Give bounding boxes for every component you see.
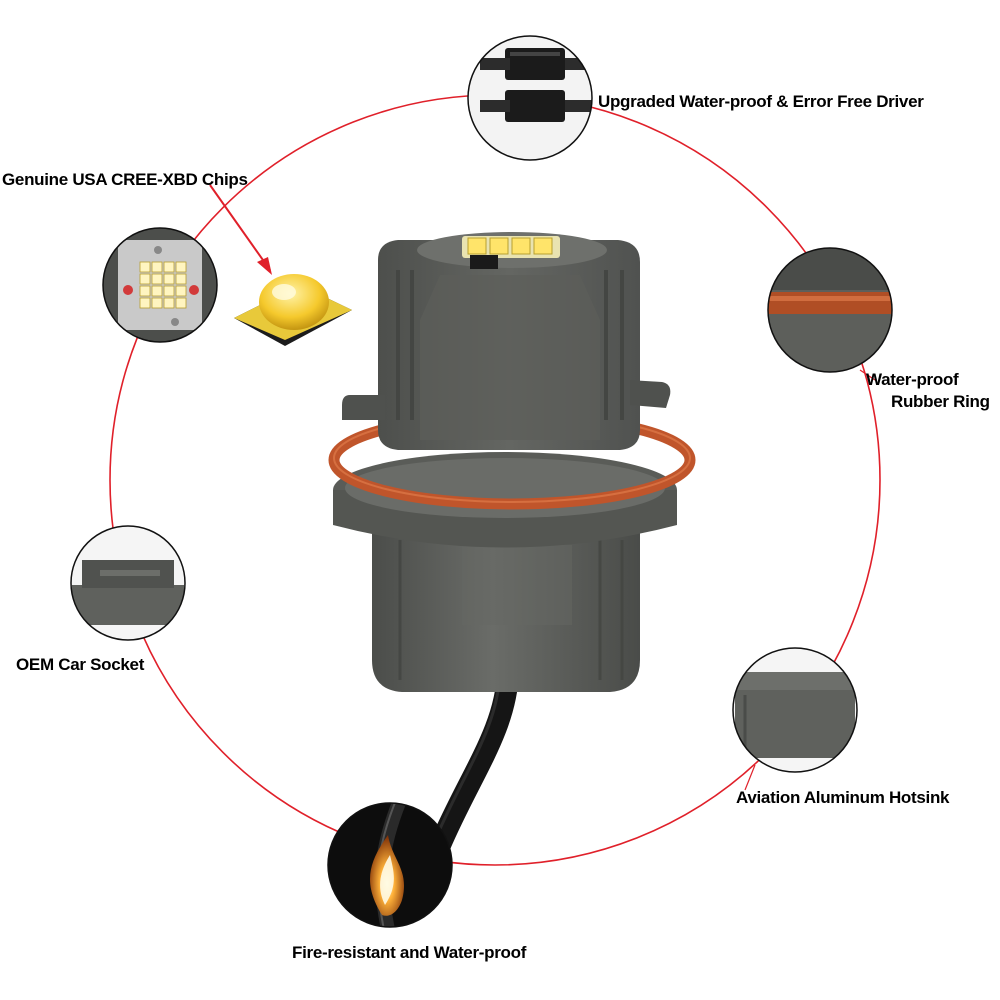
led-chip-array — [467, 237, 553, 255]
fire-label: Fire-resistant and Water-proof — [292, 943, 527, 962]
chips-leader-line — [209, 184, 271, 271]
ring-label-line1: Water-proof — [866, 370, 959, 389]
driver-detail-circle — [467, 35, 593, 161]
chips-leader-arrow — [257, 257, 272, 275]
chip-board-icon — [118, 240, 202, 330]
lower-housing — [372, 520, 640, 692]
socket-icon — [72, 560, 184, 625]
fire-detail-circle — [327, 802, 453, 928]
led-chip-icon — [234, 274, 352, 346]
driver-label: Upgraded Water-proof & Error Free Driver — [598, 92, 924, 111]
heatsink-label: Aviation Aluminum Hotsink — [736, 788, 950, 807]
led-bulb-product — [328, 232, 696, 856]
chips-label: Genuine USA CREE-XBD Chips — [2, 170, 248, 189]
socket-label: OEM Car Socket — [16, 655, 145, 674]
ring-leader-line — [859, 369, 876, 381]
socket-detail-circle — [70, 525, 186, 641]
chip-detail-circle — [102, 227, 218, 343]
ring-detail-circle — [767, 247, 893, 373]
heatsink-icon — [735, 672, 855, 758]
heatsink-detail-circle — [732, 647, 858, 773]
driver-module-icon — [480, 48, 592, 122]
flame-icon — [369, 803, 407, 927]
heatsink-leader-line — [744, 764, 756, 791]
ring-label-line2: Rubber Ring — [891, 392, 990, 411]
cable — [429, 661, 519, 856]
rubber-ring-icon — [768, 292, 892, 314]
